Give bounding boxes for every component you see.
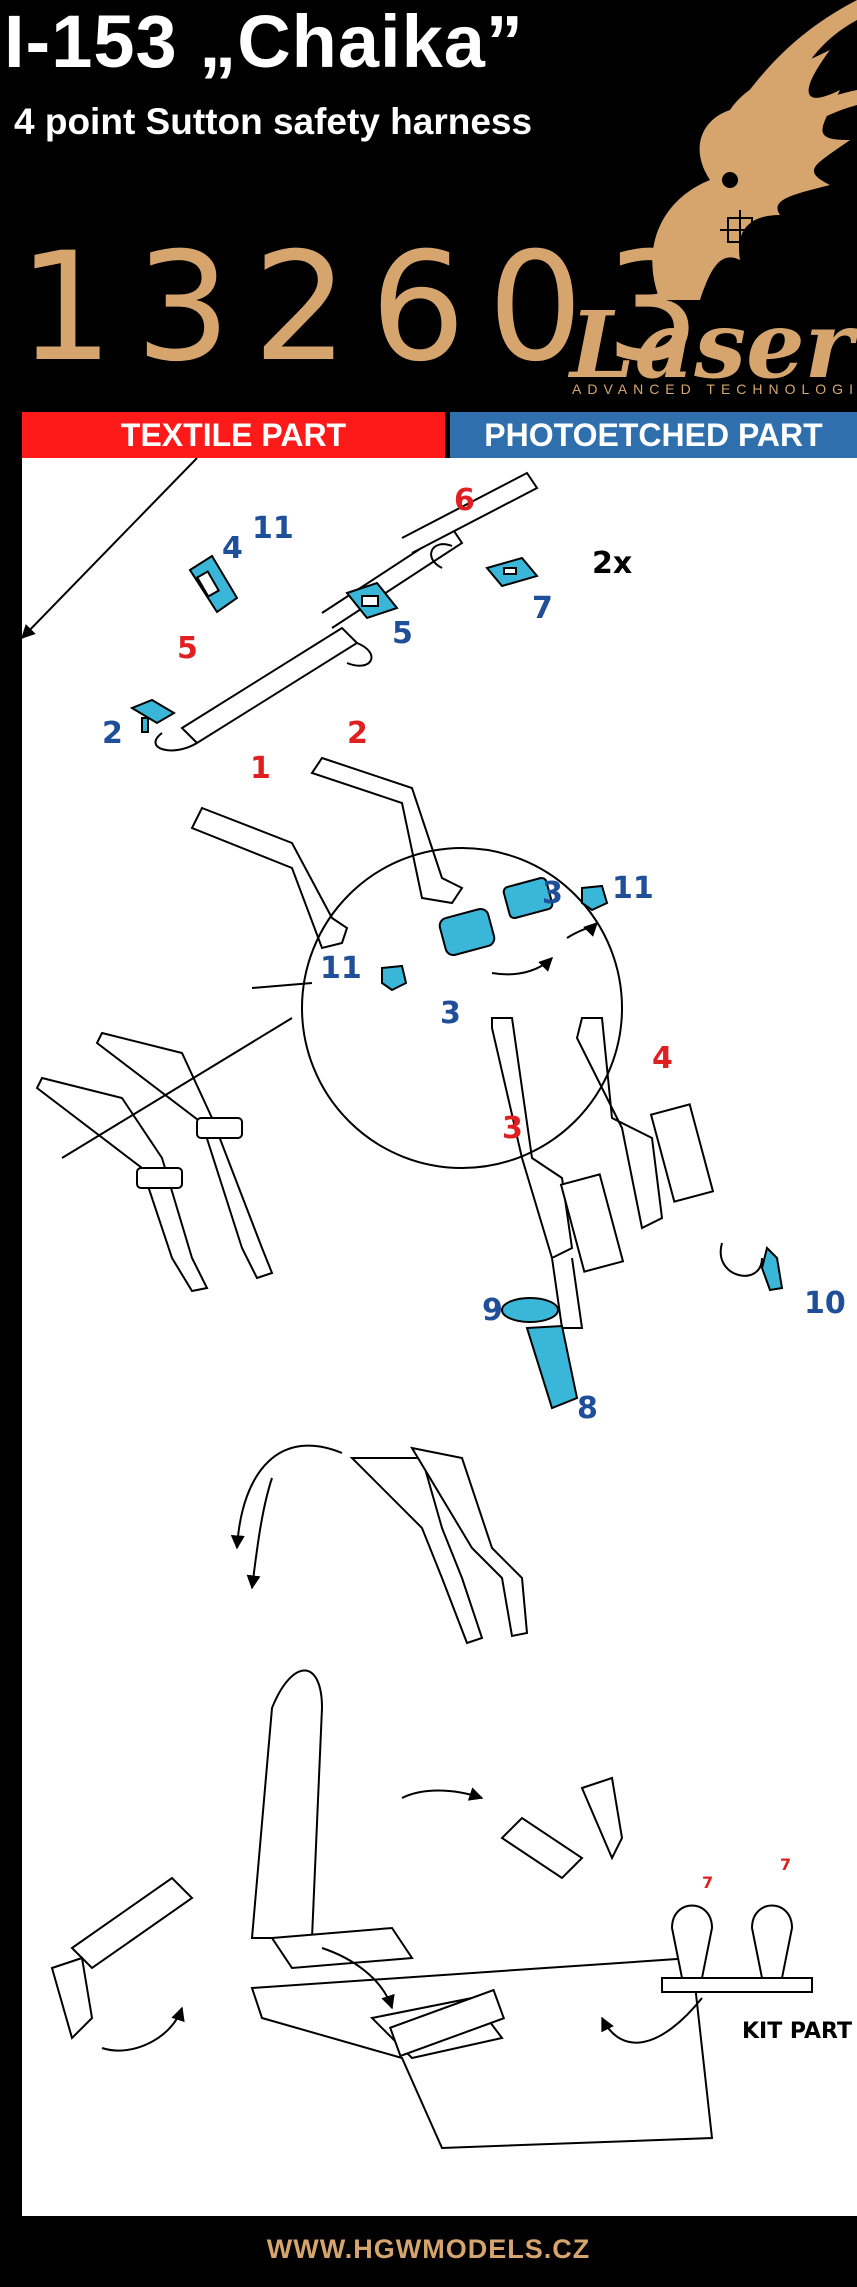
callout-4-mid: 4 <box>652 1041 673 1076</box>
brand-logo: Laser <box>570 291 854 399</box>
footer-url[interactable]: WWW.HGWMODELS.CZ <box>266 2234 591 2264</box>
bottom-assembly <box>50 1446 813 2150</box>
product-code: 132603 <box>18 221 723 395</box>
callout-3a: 3 <box>542 876 563 911</box>
callout-3c: 3 <box>502 1111 523 1146</box>
callout-11: 11 <box>252 511 294 546</box>
zoom-detail <box>35 1017 293 1293</box>
page-title: I-153 „Chaika” <box>4 0 524 83</box>
callout-4: 4 <box>222 531 243 566</box>
callout-10: 10 <box>804 1286 846 1321</box>
callout-7: 7 <box>532 591 553 626</box>
callout-1: 1 <box>250 751 271 786</box>
callout-6: 6 <box>454 483 475 518</box>
callout-2x: 2x <box>592 546 632 581</box>
callout-11a: 11 <box>612 871 654 906</box>
instruction-diagram: 11 4 6 2x 7 5 5 2 <box>22 458 852 2150</box>
callout-11b: 11 <box>320 951 362 986</box>
top-assembly <box>22 458 539 752</box>
callout-7b: 7 <box>780 1855 791 1874</box>
brand-tagline: ADVANCED TECHNOLOGIES <box>572 381 857 397</box>
textile-part-header: TEXTILE PART <box>22 412 445 458</box>
photoetch-top <box>129 554 539 733</box>
callout-2: 2 <box>102 716 123 751</box>
photoetch-middle <box>381 876 784 1410</box>
callout-8: 8 <box>577 1391 598 1426</box>
callout-2-mid: 2 <box>347 716 368 751</box>
photoetched-part-header: PHOTOETCHED PART <box>450 412 857 458</box>
callout-5-blue: 5 <box>392 616 413 651</box>
callout-9: 9 <box>482 1293 503 1328</box>
instruction-panel: 11 4 6 2x 7 5 5 2 <box>22 458 857 2216</box>
callout-5-red: 5 <box>177 631 198 666</box>
kit-part-label: KIT PART <box>742 2019 852 2044</box>
eagle-logo-icon <box>652 0 857 300</box>
callout-3b: 3 <box>440 996 461 1031</box>
middle-assembly <box>190 756 763 1329</box>
page-subtitle: 4 point Sutton safety harness <box>14 101 533 142</box>
callout-7a: 7 <box>702 1873 713 1892</box>
